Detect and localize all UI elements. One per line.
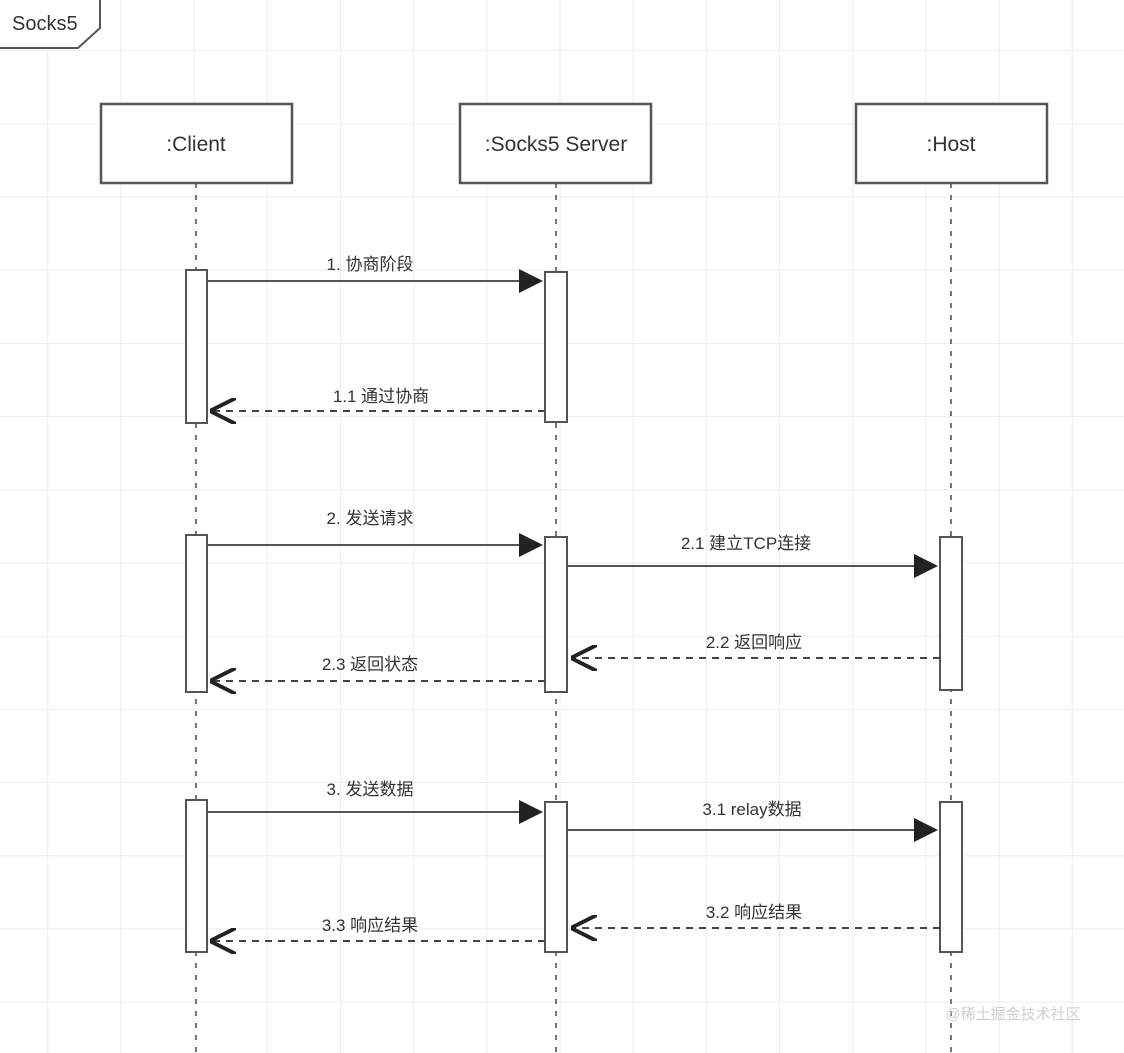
activation-bar-client-2[interactable] — [185, 534, 208, 693]
activation-bar-server-1[interactable] — [544, 271, 568, 423]
activation-bar-client-1[interactable] — [185, 269, 208, 424]
message-1-1[interactable]: 1.1 通过协商 — [212, 387, 545, 411]
message-3[interactable]: 3. 发送数据 — [207, 780, 543, 824]
lifeline-label-server: :Socks5 Server — [485, 133, 627, 156]
activation-bar-host-3[interactable] — [939, 801, 963, 953]
lifeline-box-client[interactable] — [99, 102, 294, 185]
lifeline-lines — [195, 183, 952, 1053]
message-1[interactable]: 1. 协商阶段 — [207, 255, 543, 293]
message-label-3-3: 3.3 响应结果 — [322, 916, 418, 935]
message-label-2-3: 2.3 返回状态 — [322, 655, 418, 674]
message-3-2[interactable]: 3.2 响应结果 — [573, 903, 940, 928]
activation-bar-host-2[interactable] — [939, 536, 963, 691]
message-label-1: 1. 协商阶段 — [327, 255, 414, 274]
message-3-3[interactable]: 3.3 响应结果 — [212, 916, 545, 941]
message-2[interactable]: 2. 发送请求 — [207, 509, 543, 557]
lifeline-label-host: :Host — [926, 133, 975, 156]
message-2-1[interactable]: 2.1 建立TCP连接 — [567, 534, 938, 578]
lifeline-header-server[interactable]: :Socks5 Server — [458, 102, 653, 185]
lifeline-header-client[interactable]: :Client — [99, 102, 294, 185]
message-label-2-1: 2.1 建立TCP连接 — [681, 534, 811, 553]
lifeline-box-server[interactable] — [458, 102, 653, 185]
message-2-2[interactable]: 2.2 返回响应 — [573, 633, 940, 658]
message-label-3-2: 3.2 响应结果 — [706, 903, 802, 922]
lifeline-box-host[interactable] — [854, 102, 1049, 185]
lifeline-header-host[interactable]: :Host — [854, 102, 1049, 185]
message-label-2: 2. 发送请求 — [327, 509, 414, 528]
frame-tag: Socks5 — [0, 0, 101, 49]
message-label-2-2: 2.2 返回响应 — [706, 633, 802, 652]
message-2-3[interactable]: 2.3 返回状态 — [212, 655, 545, 681]
message-label-3-1: 3.1 relay数据 — [702, 800, 801, 819]
frame-tag-label: Socks5 — [12, 13, 78, 35]
activation-bar-client-3[interactable] — [185, 799, 208, 953]
message-label-3: 3. 发送数据 — [327, 780, 414, 799]
watermark-label: @稀土掘金技术社区 — [945, 1006, 1080, 1023]
activation-bar-server-3[interactable] — [544, 801, 568, 953]
lifeline-label-client: :Client — [166, 133, 226, 156]
message-label-1-1: 1.1 通过协商 — [333, 387, 429, 406]
message-3-1[interactable]: 3.1 relay数据 — [567, 800, 938, 842]
activation-bar-server-2[interactable] — [544, 536, 568, 693]
activation-bars — [185, 269, 963, 953]
